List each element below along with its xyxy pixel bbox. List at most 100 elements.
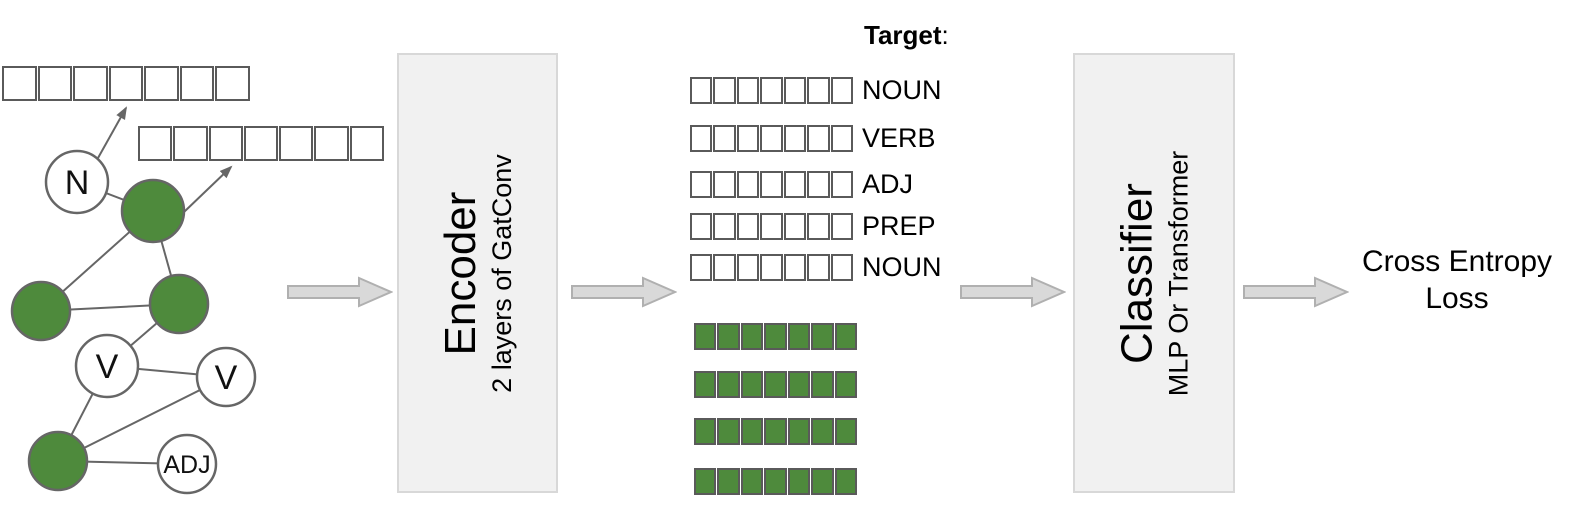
target-vector bbox=[690, 77, 853, 104]
vector-cell bbox=[830, 171, 853, 198]
vector-cell bbox=[694, 418, 717, 445]
loss-label: Cross Entropy Loss bbox=[1332, 243, 1582, 317]
target-label: VERB bbox=[862, 123, 936, 153]
flow-arrow-classifier-to-loss bbox=[1243, 276, 1349, 308]
vector-cell bbox=[830, 213, 853, 240]
vector-cell bbox=[736, 77, 760, 104]
vector-cell bbox=[811, 323, 834, 350]
target-vector bbox=[690, 213, 853, 240]
vector-cell bbox=[108, 66, 144, 101]
vector-cell bbox=[740, 371, 764, 398]
target-heading: Target: bbox=[864, 20, 949, 51]
vector-cell bbox=[179, 66, 215, 101]
vector-cell bbox=[713, 125, 736, 152]
target-row: ADJ bbox=[690, 171, 913, 198]
classifier-box: Classifier MLP Or Transformer bbox=[1073, 53, 1235, 493]
embedding-arrow bbox=[97, 106, 127, 159]
vector-cell bbox=[713, 213, 736, 240]
vector-cell bbox=[690, 171, 713, 198]
vector-cell bbox=[760, 171, 783, 198]
vector-cell bbox=[736, 254, 760, 281]
target-label: NOUN bbox=[862, 75, 942, 105]
vector-cell bbox=[690, 77, 713, 104]
vector-cell bbox=[787, 468, 811, 495]
target-heading-word: Target bbox=[864, 20, 942, 50]
target-row: PREP bbox=[690, 213, 936, 240]
target-heading-colon: : bbox=[941, 20, 949, 50]
flow-arrow-graph-to-encoder bbox=[287, 276, 393, 308]
target-label: ADJ bbox=[862, 169, 914, 199]
target-label: NOUN bbox=[862, 252, 942, 282]
vector-cell bbox=[760, 77, 783, 104]
vector-cell bbox=[787, 323, 811, 350]
graph-node-label: ADJ bbox=[163, 451, 210, 479]
vector-cell bbox=[811, 418, 834, 445]
vector-cell bbox=[690, 213, 713, 240]
vector-cell bbox=[73, 66, 108, 101]
vector-cell bbox=[279, 126, 314, 161]
vector-cell bbox=[783, 171, 807, 198]
vector-cell bbox=[713, 77, 736, 104]
graph-node-N bbox=[44, 149, 110, 215]
target-row: NOUN bbox=[690, 77, 942, 104]
vector-cell bbox=[811, 468, 834, 495]
vector-cell bbox=[764, 418, 787, 445]
encoder-title: Encoder bbox=[436, 191, 485, 355]
vector-cell bbox=[740, 468, 764, 495]
target-vector bbox=[690, 254, 853, 281]
vector-cell bbox=[834, 323, 857, 350]
classifier-title: Classifier bbox=[1112, 182, 1162, 364]
vector-cell bbox=[787, 371, 811, 398]
vector-cell bbox=[690, 125, 713, 152]
vector-cell bbox=[783, 254, 807, 281]
flow-arrow-target-to-classifier bbox=[960, 276, 1066, 308]
vector-cell bbox=[690, 254, 713, 281]
vector-cell bbox=[717, 418, 740, 445]
graph-node-V bbox=[195, 346, 257, 408]
vector-cell bbox=[740, 418, 764, 445]
vector-cell bbox=[717, 371, 740, 398]
loss-line-1: Cross Entropy bbox=[1361, 245, 1553, 278]
graph-node-label: N bbox=[65, 164, 90, 202]
graph-node-word bbox=[10, 280, 72, 342]
encoded-vector-row bbox=[694, 468, 857, 495]
encoded-vector-row bbox=[694, 418, 857, 445]
target-row: VERB bbox=[690, 125, 936, 152]
vector-cell bbox=[713, 171, 736, 198]
embedding-vector-row-2 bbox=[138, 126, 384, 161]
graph-node-ADJ bbox=[156, 433, 218, 495]
classifier-subtitle: MLP Or Transformer bbox=[1163, 150, 1194, 396]
vector-cell bbox=[807, 254, 830, 281]
vector-cell bbox=[349, 126, 384, 161]
vector-cell bbox=[694, 371, 717, 398]
loss-line-2: Loss bbox=[1425, 282, 1489, 315]
vector-cell bbox=[173, 126, 208, 161]
vector-cell bbox=[713, 254, 736, 281]
vector-cell bbox=[830, 254, 853, 281]
vector-cell bbox=[834, 371, 857, 398]
vector-cell bbox=[783, 213, 807, 240]
vector-cell bbox=[717, 468, 740, 495]
embedding-vector-row-1 bbox=[2, 66, 251, 101]
vector-cell bbox=[807, 213, 830, 240]
vector-cell bbox=[215, 66, 251, 101]
vector-cell bbox=[243, 126, 279, 161]
target-label: PREP bbox=[862, 211, 936, 241]
vector-cell bbox=[694, 468, 717, 495]
vector-cell bbox=[807, 171, 830, 198]
graph-node-V bbox=[74, 333, 140, 399]
vector-cell bbox=[760, 125, 783, 152]
vector-cell bbox=[736, 171, 760, 198]
graph-node-label: V bbox=[215, 359, 238, 397]
vector-cell bbox=[694, 323, 717, 350]
encoder-box: Encoder 2 layers of GatConv bbox=[397, 53, 558, 493]
vector-cell bbox=[787, 418, 811, 445]
vector-cell bbox=[783, 77, 807, 104]
vector-cell bbox=[314, 126, 349, 161]
vector-cell bbox=[37, 66, 73, 101]
vector-cell bbox=[2, 66, 37, 101]
encoded-vector-row bbox=[694, 371, 857, 398]
vector-cell bbox=[834, 468, 857, 495]
